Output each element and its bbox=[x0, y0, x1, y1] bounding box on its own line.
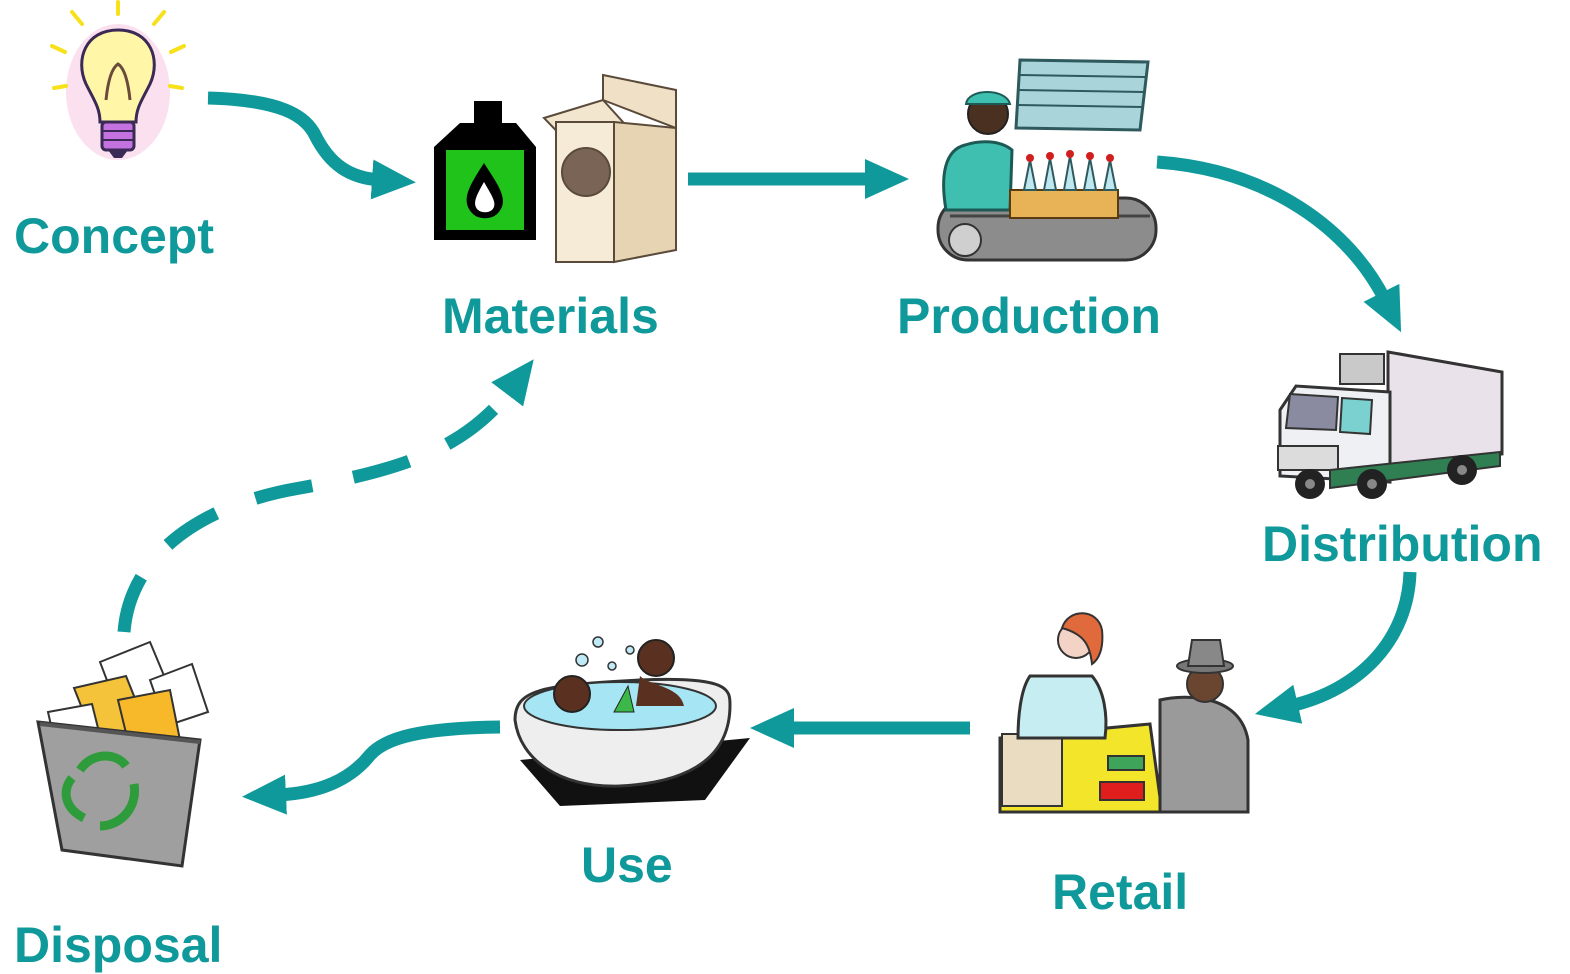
delivery-truck-icon bbox=[1277, 350, 1504, 499]
stage-label-disposal: Disposal bbox=[14, 917, 223, 973]
bottle-icon bbox=[434, 101, 536, 240]
arrow-use-to-disposal bbox=[242, 720, 501, 815]
arrow-concept-to-materials bbox=[207, 91, 416, 200]
bottle-and-box-icon bbox=[434, 73, 677, 264]
light-bulb-icon bbox=[50, 0, 186, 160]
cardboard-box-icon bbox=[542, 73, 677, 264]
shop-counter-icon bbox=[998, 612, 1250, 814]
arrow-production-to-distribution bbox=[1156, 155, 1402, 333]
stage-label-concept: Concept bbox=[14, 208, 214, 264]
stage-label-use: Use bbox=[581, 837, 673, 893]
stage-label-production: Production bbox=[897, 288, 1161, 344]
arrow-distribution-to-retail bbox=[1254, 571, 1417, 724]
recycle-bin-icon bbox=[36, 640, 210, 868]
stage-label-distribution: Distribution bbox=[1262, 516, 1543, 572]
flow-arrows bbox=[117, 91, 1417, 815]
factory-worker-conveyor-icon bbox=[936, 58, 1158, 262]
stage-label-materials: Materials bbox=[442, 288, 659, 344]
stage-label-retail: Retail bbox=[1052, 864, 1189, 920]
bathtub-icon bbox=[513, 636, 750, 806]
arrow-disposal-to-materials bbox=[117, 359, 534, 633]
